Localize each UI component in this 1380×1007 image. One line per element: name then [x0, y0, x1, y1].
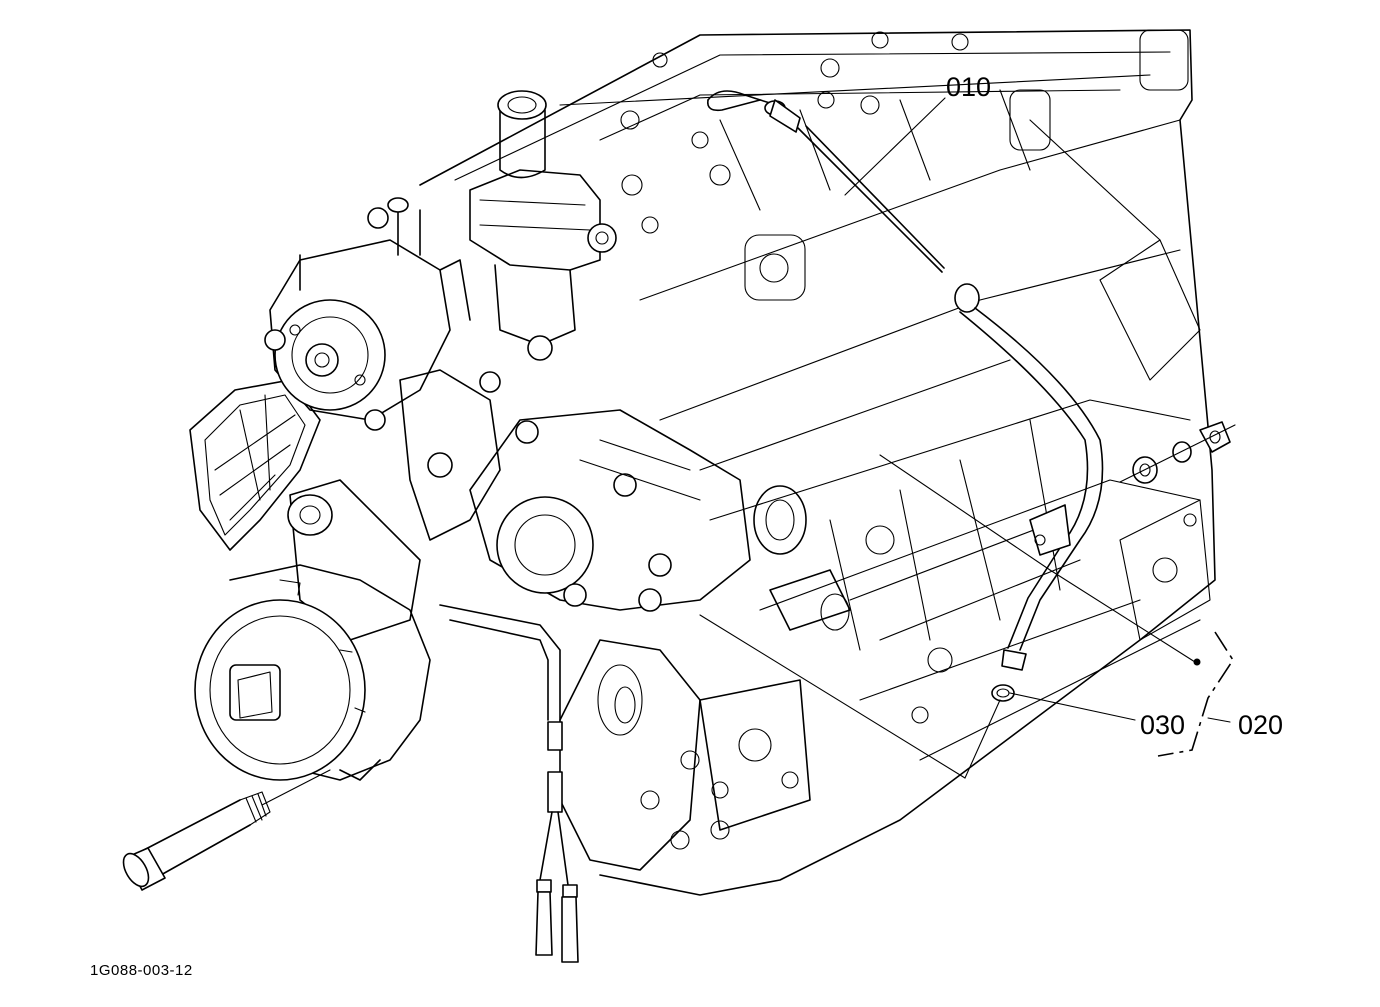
gear-housing: [469, 409, 751, 612]
reference-dot: [1193, 658, 1201, 666]
fan-pulley: [189, 379, 321, 551]
water-pump: [264, 239, 471, 431]
sensor-wires: [439, 604, 579, 963]
group-leader: [1207, 717, 1231, 723]
figure-code: 1G088-003-12: [90, 962, 193, 979]
callout-010: 010: [946, 72, 991, 102]
thermostat-housing: [367, 90, 617, 361]
engine-block: [419, 29, 1216, 896]
alternator: [194, 564, 431, 781]
callout-030: 030: [1140, 710, 1185, 740]
o-ring: [991, 684, 1015, 702]
group-bracket: [1157, 631, 1234, 757]
leader-lines: [699, 97, 1201, 779]
dipstick: [706, 90, 945, 273]
dipstick-guide-tube: [954, 283, 1104, 671]
bracket: [287, 369, 501, 641]
callout-020: 020: [1238, 710, 1283, 740]
bolt: [122, 769, 331, 891]
nut-washer-set: [1119, 421, 1236, 484]
